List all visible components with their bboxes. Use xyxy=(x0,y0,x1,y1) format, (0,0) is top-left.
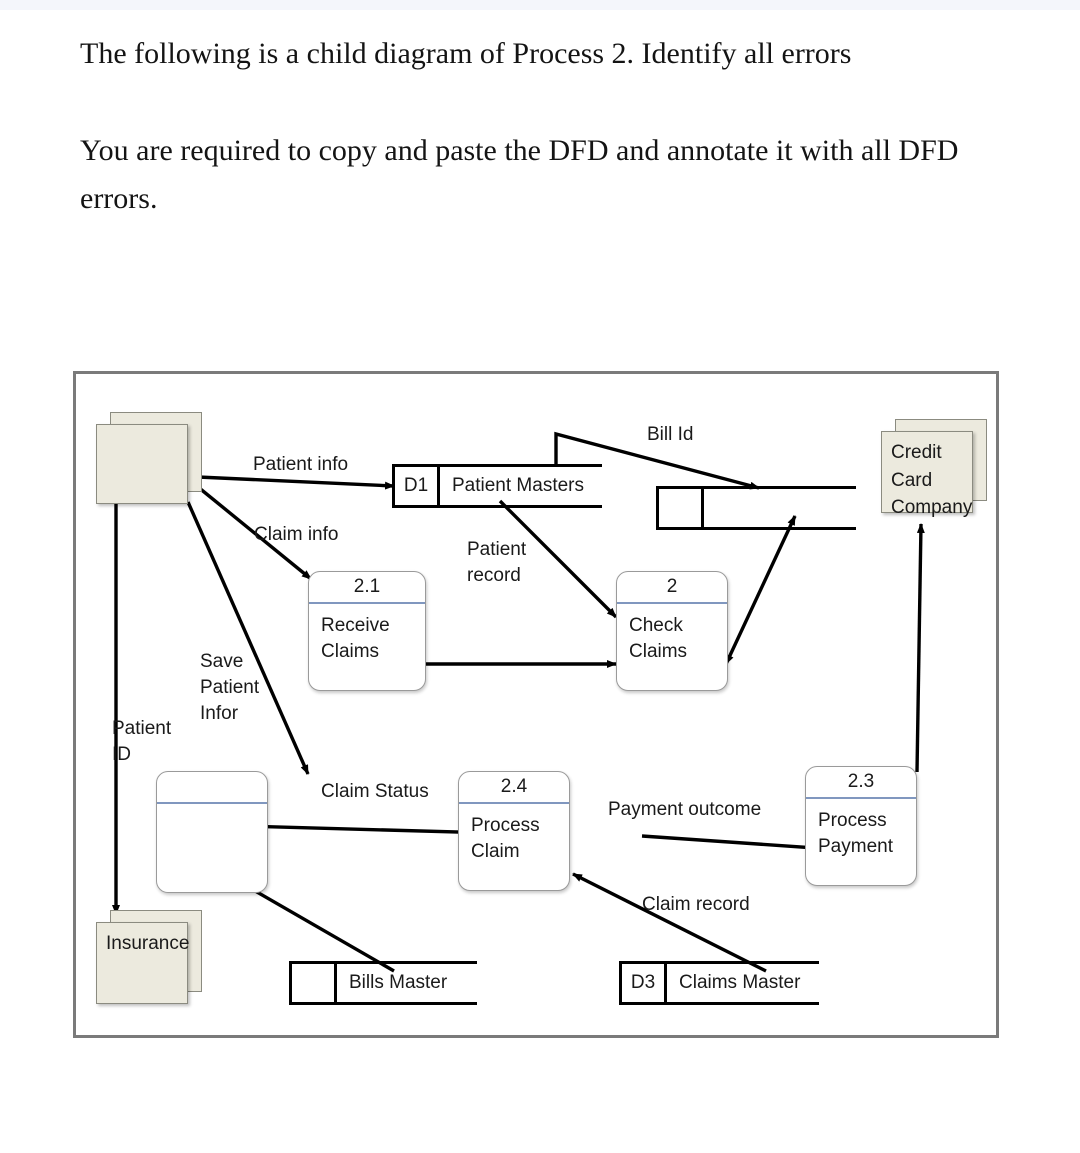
store-bottom-rule xyxy=(619,1002,819,1005)
flow-save-patient-infor-line xyxy=(186,501,310,775)
data-store-bills-master[interactable]: Bills Master xyxy=(289,961,477,1005)
store-top-rule xyxy=(289,961,477,964)
unnamed-process-number xyxy=(157,772,267,804)
flow-patient-record-line xyxy=(498,499,618,619)
flow-label-patient-record: Patient record xyxy=(467,539,527,587)
dfd-connector-layer xyxy=(112,431,925,973)
process-2-4[interactable]: 2.4 Process Claim xyxy=(458,771,570,891)
flow-label-payment-outcome: Payment outcome xyxy=(608,799,762,820)
process-2-3-label: Process Payment xyxy=(818,810,893,858)
insurance-entity-label: Insurance xyxy=(106,933,190,954)
data-store-bills-master-label: Bills Master xyxy=(349,972,448,993)
flow-label-claim-record: Claim record xyxy=(642,894,750,915)
flow-label-claim-info: Claim info xyxy=(254,524,339,545)
flow-bills-master-to-process-line xyxy=(242,882,395,973)
dfd-diagram-frame: Credit Card Company Insurance 2.1 Receiv… xyxy=(73,371,999,1038)
credit-card-company-entity[interactable]: Credit Card Company xyxy=(881,419,987,518)
process-2-4-number: 2.4 xyxy=(459,772,569,804)
entity-front-sheet xyxy=(96,424,188,504)
flow-label-patient-info: Patient info xyxy=(253,454,349,475)
process-2-3[interactable]: 2.3 Process Payment xyxy=(805,766,917,886)
data-store-d1[interactable]: D1 Patient Masters xyxy=(392,464,602,508)
data-store-d1-label: Patient Masters xyxy=(452,475,584,496)
data-store-unnamed-code xyxy=(656,486,704,530)
unnamed-external-entity[interactable] xyxy=(96,412,202,504)
process-2-label: Check Claims xyxy=(629,615,688,663)
flow-label-save-patient-infor: Save Patient Infor xyxy=(200,651,260,725)
store-top-rule xyxy=(392,464,602,467)
question-spacer xyxy=(80,79,1010,127)
question-line-1: The following is a child diagram of Proc… xyxy=(80,37,852,70)
process-2-4-label: Process Claim xyxy=(471,815,540,863)
question-text-block: The following is a child diagram of Proc… xyxy=(80,30,1010,224)
process-2-number: 2 xyxy=(617,572,727,604)
flow-label-bill-id: Bill Id xyxy=(647,424,694,445)
flow-patient-info-line xyxy=(197,475,395,490)
process-2-3-number: 2.3 xyxy=(806,767,916,799)
entity-front-sheet xyxy=(96,922,188,1004)
store-top-rule xyxy=(619,961,819,964)
process-2-1-label: Receive Claims xyxy=(321,615,390,663)
unnamed-process-label xyxy=(157,804,267,813)
flow-claim-record-line xyxy=(572,872,767,973)
data-store-bills-master-code xyxy=(289,961,337,1005)
store-bottom-rule xyxy=(392,505,602,508)
store-bottom-rule xyxy=(656,527,856,530)
store-top-rule xyxy=(656,486,856,489)
unnamed-process[interactable] xyxy=(156,771,268,893)
flow-label-patient-id: Patient ID xyxy=(112,718,172,766)
process-2-1-number: 2.1 xyxy=(309,572,425,604)
question-line-2: You are required to copy and paste the D… xyxy=(80,133,959,216)
data-store-d3-label: Claims Master xyxy=(679,972,801,993)
flow-claim-info-line xyxy=(196,485,313,581)
process-2-1[interactable]: 2.1 Receive Claims xyxy=(308,571,426,691)
entity-front-sheet xyxy=(881,431,973,513)
flow-bill-id-line xyxy=(554,431,760,490)
data-store-d1-code: D1 xyxy=(392,464,440,508)
credit-card-company-label: Credit Card Company xyxy=(891,442,973,519)
process-2[interactable]: 2 Check Claims xyxy=(616,571,728,691)
data-store-d3-code: D3 xyxy=(619,961,667,1005)
store-bottom-rule xyxy=(289,1002,477,1005)
insurance-entity[interactable]: Insurance xyxy=(96,910,202,1004)
flow-check-claims-store-bidirectional-line xyxy=(724,515,797,665)
data-store-unnamed[interactable] xyxy=(656,486,856,530)
flow-label-claim-status: Claim Status xyxy=(321,781,429,802)
page-top-strip xyxy=(0,0,1080,10)
data-store-d3[interactable]: D3 Claims Master xyxy=(619,961,819,1005)
flow-payment-to-credit-card-line xyxy=(915,523,925,773)
